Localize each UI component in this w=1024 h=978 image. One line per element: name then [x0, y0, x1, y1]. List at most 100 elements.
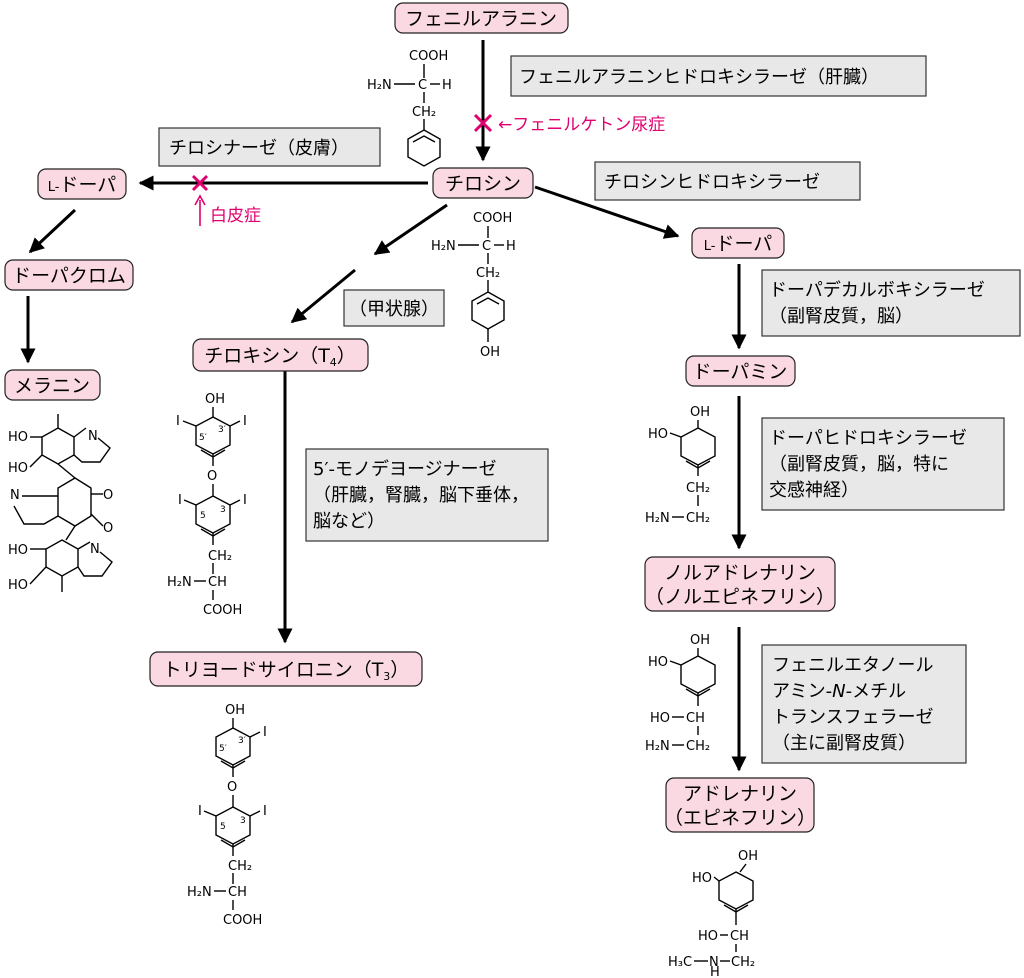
enzyme-pnmt: [761, 644, 967, 764]
enzyme-pah: [510, 55, 927, 97]
svg-text:HO: HO: [650, 711, 670, 726]
enzyme-th-label: チロシンヒドロキシラーゼ: [604, 172, 820, 193]
svg-text:O: O: [207, 469, 217, 484]
svg-text:H₂N: H₂N: [645, 739, 670, 754]
svg-text:HO: HO: [698, 929, 718, 944]
svg-text:COOH: COOH: [203, 603, 242, 618]
arrow-ldopa-to-dopachrome: [28, 208, 77, 254]
svg-text:OH: OH: [738, 849, 758, 864]
svg-text:H₂N: H₂N: [431, 239, 456, 254]
svg-text:CH₂: CH₂: [686, 739, 710, 754]
svg-text:H₃C: H₃C: [668, 955, 692, 970]
arrow-tyr-to-ldopa-right: [534, 185, 680, 239]
svg-text:COOH: COOH: [223, 913, 262, 928]
svg-text:N: N: [88, 429, 98, 444]
node-noradrenaline-line2: （ノルエピネフリン）: [645, 586, 835, 608]
svg-text:CH: CH: [228, 885, 247, 900]
disease-albinism-label: 白皮症: [210, 206, 261, 226]
svg-text:I: I: [243, 493, 247, 508]
svg-text:N: N: [10, 488, 20, 503]
svg-text:COOH: COOH: [473, 211, 512, 226]
svg-text:5: 5: [200, 511, 206, 521]
svg-text:H₂N: H₂N: [645, 511, 670, 526]
enzyme-tyrosinase: [158, 127, 381, 167]
node-adrenaline-line2: （エピネフリン）: [664, 807, 816, 829]
svg-text:CH₂: CH₂: [228, 859, 252, 874]
svg-text:HO: HO: [692, 871, 712, 886]
enzyme-dbh-line3: 交感神経）: [769, 480, 859, 501]
enzyme-dbh-line1: ドーパヒドロキシラーゼ: [769, 428, 967, 449]
svg-text:5′: 5′: [219, 744, 227, 754]
enzyme-pah-label: フェニルアラニンヒドロキシラーゼ（肝臓）: [519, 67, 879, 88]
structure-adrenaline: OH HO HO CH H₃C N H CH₂: [668, 849, 758, 978]
svg-text:HO: HO: [8, 578, 28, 593]
enzyme-pnmt-line3: トランスフェラーゼ: [772, 707, 934, 728]
svg-text:OH: OH: [690, 633, 710, 648]
svg-text:3′: 3′: [238, 736, 246, 746]
svg-text:CH₂: CH₂: [412, 105, 436, 120]
svg-text:I: I: [243, 414, 247, 429]
svg-text:I: I: [198, 804, 202, 819]
enzyme-tyrosinase-label: チロシナーゼ（皮膚）: [169, 138, 349, 159]
arrow-thyroid-to-t4: [290, 268, 356, 324]
svg-text:N: N: [90, 542, 100, 557]
node-ldopa-left: [37, 168, 127, 200]
node-melanin: [4, 369, 101, 401]
node-tyrosine: [432, 167, 534, 199]
svg-text:I: I: [178, 493, 182, 508]
structure-dopamine: OH HO CH₂ H₂N CH₂: [645, 405, 716, 526]
svg-text:3: 3: [220, 505, 226, 515]
enzyme-pnmt-line4: （主に副腎皮質）: [772, 733, 916, 754]
svg-text:I: I: [176, 414, 180, 429]
svg-text:HO: HO: [8, 543, 28, 558]
enzyme-ddc: [761, 269, 1021, 337]
block-mark-pku: [473, 113, 493, 133]
node-dopamine: [685, 355, 796, 387]
svg-text:H₂N: H₂N: [367, 78, 392, 93]
node-ldopa-right: [691, 227, 785, 259]
block-mark-albinism: [191, 174, 209, 192]
svg-text:H: H: [506, 239, 516, 254]
svg-text:O: O: [227, 780, 237, 795]
node-dopachrome: [4, 259, 134, 291]
enzyme-ddc-line2: （副腎皮質，脳）: [769, 306, 913, 327]
svg-text:HO: HO: [8, 430, 28, 445]
svg-text:I: I: [263, 725, 267, 740]
svg-text:3′: 3′: [218, 425, 226, 435]
structure-melanin: N HO HO O O N N HO HO: [8, 414, 113, 593]
svg-text:HO: HO: [648, 655, 668, 670]
svg-text:HO: HO: [648, 427, 668, 442]
svg-text:C: C: [482, 239, 491, 254]
svg-text:OH: OH: [225, 703, 245, 718]
svg-text:H: H: [442, 78, 452, 93]
node-adrenaline: [665, 777, 815, 833]
svg-text:CH₂: CH₂: [686, 481, 710, 496]
structure-triiodothyronine: OH 5′ 3′ I O 5 3 I I CH₂ H₂N CH COOH: [187, 703, 267, 928]
structure-phenylalanine: COOH H₂N C H CH₂: [367, 49, 452, 167]
svg-text:CH₂: CH₂: [476, 266, 500, 281]
enzyme-thyroid: [343, 289, 445, 327]
svg-text:CH: CH: [730, 929, 749, 944]
svg-text:CH₂: CH₂: [208, 549, 232, 564]
svg-text:HO: HO: [8, 461, 28, 476]
node-tyrosine-label: チロシン: [445, 173, 521, 195]
node-thyroxine: [192, 338, 369, 372]
node-adrenaline-line1: アドレナリン: [683, 783, 797, 805]
node-noradrenaline: [644, 556, 836, 612]
svg-text:3: 3: [240, 816, 246, 826]
node-phenylalanine-label: フェニルアラニン: [405, 8, 557, 30]
node-triiodothyronine-label: トリヨードサイロニン（T3）: [163, 659, 410, 683]
structure-tyrosine: COOH H₂N C H CH₂ OH: [431, 211, 516, 360]
enzyme-ddc-line1: ドーパデカルボキシラーゼ: [769, 280, 985, 301]
node-ldopa-right-label: L-ドーパ: [704, 233, 773, 255]
enzyme-deiodinase-line2: （肝臓，腎臓，脳下垂体，: [313, 485, 529, 506]
svg-text:OH: OH: [480, 345, 500, 360]
structure-thyroxine: OH 5′ 3′ I I O 5 3 I I CH₂ H₂N CH COOH: [167, 392, 247, 618]
svg-text:N: N: [709, 955, 719, 970]
svg-text:OH: OH: [690, 405, 710, 420]
svg-text:C: C: [418, 78, 427, 93]
arrow-tyr-to-thyroid: [373, 203, 448, 256]
disease-albinism-arrow: [194, 194, 206, 226]
node-triiodothyronine: [149, 651, 423, 687]
